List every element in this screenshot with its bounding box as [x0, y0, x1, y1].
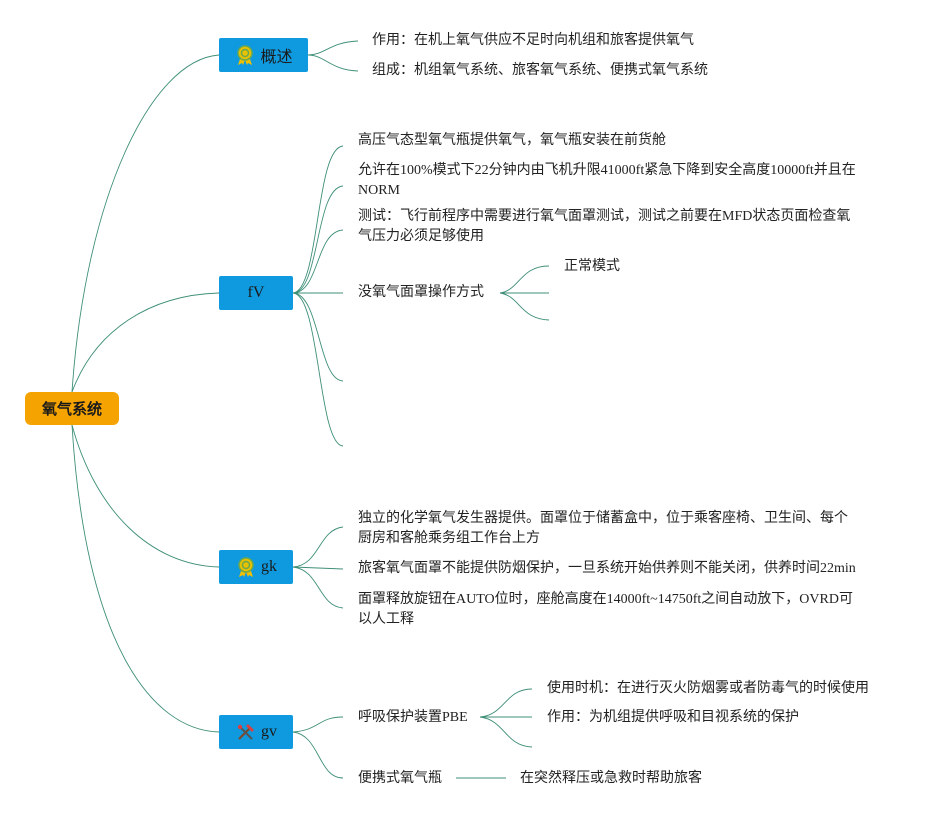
branch-label: 概述 — [260, 49, 293, 66]
leaf-text: 测试：飞行前程序中需要进行氧气面罩测试，测试之前要在MFD状态页面检查氧气压力必… — [358, 209, 851, 244]
branch-node-fv[interactable]: fV — [219, 276, 293, 310]
root-label: 氧气系统 — [41, 400, 102, 418]
branch-label: fV — [247, 284, 265, 301]
leaf-text: 作用：为机组提供呼吸和目视系统的保护 — [547, 710, 799, 725]
branch-label: gv — [261, 723, 277, 740]
branch-node-gv[interactable]: gv — [219, 715, 293, 749]
leaf-text: 旅客氧气面罩不能提供防烟保护，一旦系统开始供养则不能关闭，供养时间22min — [358, 561, 856, 576]
award-medal-icon — [237, 45, 254, 65]
leaf-text: 作用：在机上氧气供应不足时向机组和旅客提供氧气 — [372, 33, 694, 48]
leaf-text: 高压气态型氧气瓶提供氧气，氧气瓶安装在前货舱 — [358, 133, 666, 148]
leaf-text: 没氧气面罩操作方式 — [358, 285, 484, 300]
tools-icon — [237, 724, 254, 740]
branch-node-overview[interactable]: 概述 — [219, 38, 308, 72]
leaf-text: 使用时机：在进行灭火防烟雾或者防毒气的时候使用 — [547, 681, 869, 696]
leaf-text: 允许在100%模式下22分钟内由飞机升限41000ft紧急下降到安全高度1000… — [358, 163, 856, 198]
root-node[interactable]: 氧气系统 — [25, 392, 119, 425]
leaf-text: 组成：机组氧气系统、旅客氧气系统、便携式氧气系统 — [372, 63, 708, 78]
leaf-text: 正常模式 — [564, 259, 620, 274]
leaf-text: 在突然释压或急救时帮助旅客 — [520, 771, 702, 786]
branch-label: gk — [261, 558, 277, 575]
leaf-text: 独立的化学氧气发生器提供。面罩位于储蓄盒中，位于乘客座椅、卫生间、每个厨房和客舱… — [358, 511, 848, 546]
leaf-text: 呼吸保护装置PBE — [358, 710, 468, 725]
branch-node-gk[interactable]: gk — [219, 550, 293, 584]
award-medal-icon — [238, 557, 254, 577]
leaf-text: 便携式氧气瓶 — [358, 771, 442, 786]
leaf-text: 面罩释放旋钮在AUTO位时，座舱高度在14000ft~14750ft之间自动放下… — [358, 592, 853, 627]
